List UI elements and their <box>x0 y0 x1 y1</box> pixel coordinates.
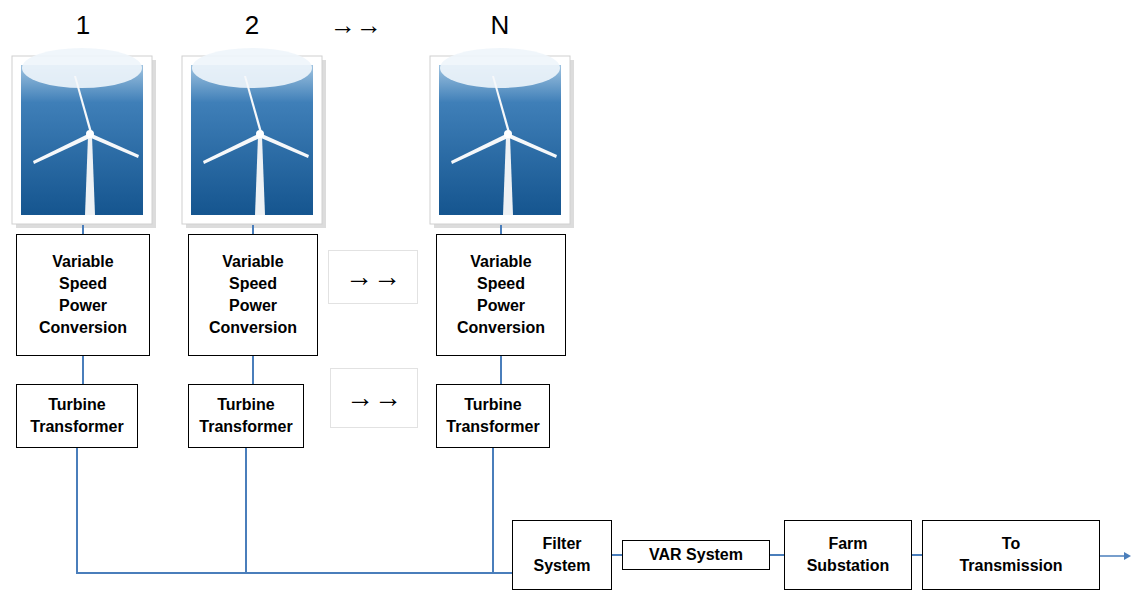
process-box: Variable Speed Power Conversion <box>436 234 566 356</box>
process-box: Variable Speed Power Conversion <box>188 234 318 356</box>
process-box: Turbine Transformer <box>16 384 138 448</box>
power-line <box>252 356 254 384</box>
column-label: 2 <box>245 10 259 40</box>
continuation-box: →→ <box>330 368 418 428</box>
turbine-lead <box>252 225 254 234</box>
power-line <box>493 448 512 573</box>
ellipsis-arrows: →→ <box>346 382 402 414</box>
box-label: Filter System <box>534 533 591 577</box>
process-box: Farm Substation <box>784 520 912 590</box>
process-box: To Transmission <box>922 520 1100 590</box>
box-label: To Transmission <box>959 533 1062 577</box>
power-line <box>612 554 622 556</box>
process-box: Variable Speed Power Conversion <box>16 234 150 356</box>
output-arrowhead <box>1124 552 1131 560</box>
process-box: Filter System <box>512 520 612 590</box>
wind-turbine-picture <box>182 48 326 228</box>
box-label: Variable Speed Power Conversion <box>209 251 297 339</box>
ellipsis-arrows: →→ <box>345 261 401 293</box>
process-box: Turbine Transformer <box>436 384 550 448</box>
turbine-lead <box>82 225 84 234</box>
box-label: Turbine Transformer <box>30 394 123 438</box>
box-label: Farm Substation <box>807 533 890 577</box>
power-line <box>912 554 922 556</box>
continuation-box: →→ <box>328 250 418 304</box>
power-line <box>82 356 84 384</box>
column-label: 1 <box>76 10 90 40</box>
box-label: Turbine Transformer <box>446 394 539 438</box>
power-line <box>246 448 512 573</box>
box-label: VAR System <box>649 544 743 566</box>
power-line <box>770 554 784 556</box>
wind-turbine-picture <box>430 48 574 228</box>
box-label: Variable Speed Power Conversion <box>457 251 545 339</box>
power-line <box>77 448 512 573</box>
process-box: VAR System <box>622 540 770 570</box>
box-label: Variable Speed Power Conversion <box>39 251 127 339</box>
box-label: Turbine Transformer <box>199 394 292 438</box>
column-label: →→ <box>330 10 382 40</box>
wind-turbine-picture <box>12 48 156 228</box>
column-label: N <box>491 10 510 40</box>
process-box: Turbine Transformer <box>188 384 304 448</box>
power-line <box>500 356 502 384</box>
turbine-lead <box>500 225 502 234</box>
